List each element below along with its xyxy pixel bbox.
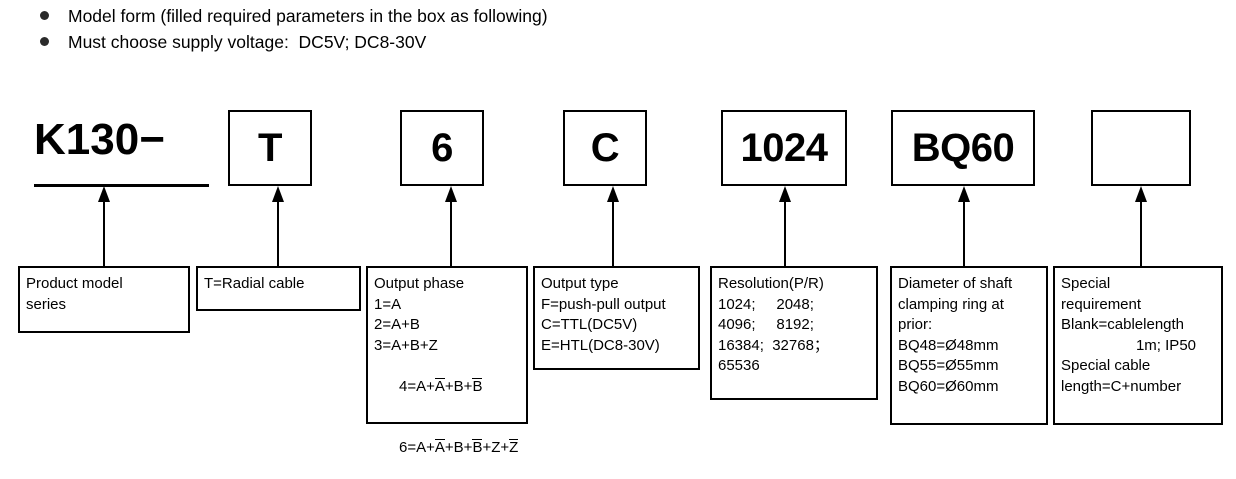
arrow-head-icon xyxy=(958,186,970,202)
desc-line: F=push-pull output xyxy=(541,295,693,316)
code-box-shaft-diameter[interactable]: BQ60 xyxy=(891,110,1035,186)
desc-plain: +B+ xyxy=(445,378,473,395)
overline-b: B xyxy=(472,439,482,455)
header-bullet-row: Must choose supply voltage: DC5V; DC8-30… xyxy=(40,30,1140,56)
desc-plain: +Z+ xyxy=(482,439,509,456)
code-box-output-phase[interactable]: 6 xyxy=(400,110,484,186)
desc-line: series xyxy=(26,295,183,316)
code-box-value: 1024 xyxy=(741,128,828,168)
desc-line: E=HTL(DC8-30V) xyxy=(541,336,693,357)
model-series-underline xyxy=(34,184,209,187)
desc-line: Resolution(P/R) xyxy=(718,274,871,295)
desc-box-radial-cable: T=Radial cable xyxy=(196,266,361,311)
code-box-value: T xyxy=(258,128,282,168)
arrow-shaft xyxy=(277,200,279,266)
desc-line: 1024; 2048; xyxy=(718,295,871,316)
arrow-head-icon xyxy=(1135,186,1147,202)
desc-line: clamping ring at xyxy=(898,295,1041,316)
overline-a: A xyxy=(435,439,445,455)
desc-line: 1m; IP50 xyxy=(1061,336,1216,357)
desc-line: prior: xyxy=(898,315,1041,336)
arrow-head-icon xyxy=(607,186,619,202)
overline-b: B xyxy=(472,378,482,394)
desc-line: BQ55=Ø55mm xyxy=(898,356,1041,377)
desc-line-overline: 6=A+A+B+B+Z+Z xyxy=(374,418,521,479)
desc-line: Diameter of shaft xyxy=(898,274,1041,295)
model-selection-diagram: Model form (filled required parameters i… xyxy=(0,0,1236,435)
desc-line: 3=A+B+Z xyxy=(374,336,521,357)
desc-prefix: 6=A+ xyxy=(399,439,435,456)
desc-line: 65536 xyxy=(718,356,871,377)
arrow-shaft xyxy=(963,200,965,266)
header-bullet-row: Model form (filled required parameters i… xyxy=(40,4,1140,30)
code-box-output-type[interactable]: C xyxy=(563,110,647,186)
desc-line: 1=A xyxy=(374,295,521,316)
desc-line: Product model xyxy=(26,274,183,295)
desc-plain: +B+ xyxy=(445,439,473,456)
arrow-head-icon xyxy=(445,186,457,202)
desc-box-output-type: Output type F=push-pull output C=TTL(DC5… xyxy=(533,266,700,370)
arrow-head-icon xyxy=(779,186,791,202)
code-box-value: 6 xyxy=(431,128,453,168)
code-box-value: BQ60 xyxy=(912,128,1015,168)
bullet-dot-icon xyxy=(40,37,49,46)
desc-box-special-requirement: Special requirement Blank=cablelength 1m… xyxy=(1053,266,1223,425)
desc-box-resolution: Resolution(P/R) 1024; 2048; 4096; 8192; … xyxy=(710,266,878,400)
code-box-value: C xyxy=(591,128,619,168)
desc-line: length=C+number xyxy=(1061,377,1216,398)
desc-box-shaft-diameter: Diameter of shaft clamping ring at prior… xyxy=(890,266,1048,425)
desc-line: Special cable xyxy=(1061,356,1216,377)
arrow-shaft xyxy=(1140,200,1142,266)
desc-line: 2=A+B xyxy=(374,315,521,336)
arrow-shaft xyxy=(450,200,452,266)
desc-line: Output type xyxy=(541,274,693,295)
desc-line: Special xyxy=(1061,274,1216,295)
desc-line: C=TTL(DC5V) xyxy=(541,315,693,336)
desc-line: Output phase xyxy=(374,274,521,295)
desc-line: Blank=cablelength xyxy=(1061,315,1216,336)
arrow-shaft xyxy=(784,200,786,266)
desc-line: T=Radial cable xyxy=(204,274,354,295)
desc-line: 16384; 32768； xyxy=(718,336,871,357)
model-series-label: K130− xyxy=(34,118,209,170)
arrow-shaft xyxy=(612,200,614,266)
bullet-dot-icon xyxy=(40,11,49,20)
arrow-shaft xyxy=(103,200,105,266)
header-bullet-text-1: Model form (filled required parameters i… xyxy=(68,4,548,28)
desc-box-output-phase: Output phase 1=A 2=A+B 3=A+B+Z 4=A+A+B+B… xyxy=(366,266,528,424)
arrow-head-icon xyxy=(272,186,284,202)
header-bullet-text-2: Must choose supply voltage: DC5V; DC8-30… xyxy=(68,30,426,54)
desc-prefix: 4=A+ xyxy=(399,378,435,395)
model-series-code: K130− xyxy=(34,118,209,162)
desc-box-product-model-series: Product model series xyxy=(18,266,190,333)
overline-z: Z xyxy=(509,439,518,455)
desc-line: BQ60=Ø60mm xyxy=(898,377,1041,398)
header-bullet-list: Model form (filled required parameters i… xyxy=(40,4,1140,56)
code-box-radial-cable[interactable]: T xyxy=(228,110,312,186)
desc-line: 4096; 8192; xyxy=(718,315,871,336)
desc-line: requirement xyxy=(1061,295,1216,316)
overline-a: A xyxy=(435,378,445,394)
desc-line: BQ48=Ø48mm xyxy=(898,336,1041,357)
arrow-head-icon xyxy=(98,186,110,202)
desc-line-overline: 4=A+A+B+B xyxy=(374,356,521,418)
code-box-resolution[interactable]: 1024 xyxy=(721,110,847,186)
code-box-special-requirement[interactable] xyxy=(1091,110,1191,186)
